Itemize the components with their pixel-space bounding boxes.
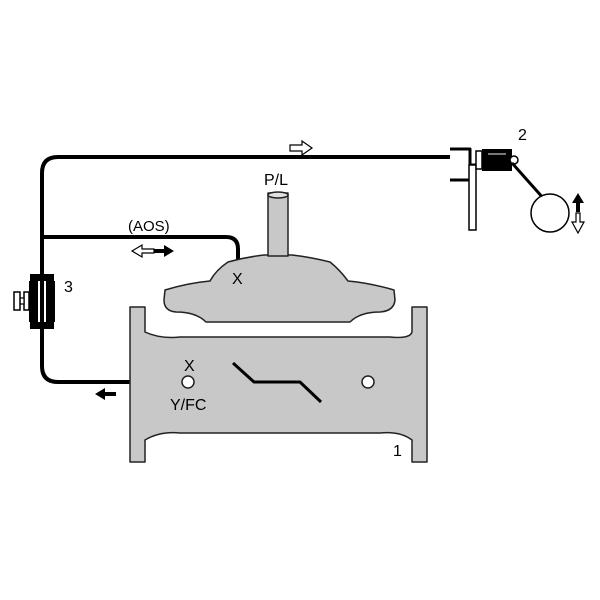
cock-bonnet-box	[23, 291, 30, 311]
arrow-up-solid	[572, 193, 584, 212]
aos-label: (AOS)	[128, 218, 170, 235]
tube-main-loop	[40, 155, 452, 384]
aos-bidirectional-arrow-icon	[130, 243, 174, 259]
float-arm	[510, 162, 546, 200]
x-top-label: X	[232, 271, 243, 288]
port-outlet	[361, 375, 375, 389]
isolation-cock-icon[interactable]	[13, 274, 55, 329]
cock-body-right	[46, 281, 55, 322]
pilot-stem	[468, 164, 477, 231]
pl-label: P/L	[264, 172, 288, 189]
arrow-down-hollow	[570, 212, 586, 235]
pilot-spring-housing	[482, 149, 512, 171]
float-pilot	[450, 147, 570, 233]
port-yfc	[181, 375, 195, 389]
cock-bottom-block	[30, 322, 54, 329]
float-ball-icon[interactable]	[530, 193, 570, 233]
pilot-spring-highlight	[488, 153, 506, 155]
pilot-cap	[475, 150, 483, 170]
cock-body-left	[29, 281, 38, 322]
main-valve	[129, 191, 428, 463]
yfc-label: Y/FC	[170, 397, 206, 414]
arrow-left-hollow	[130, 243, 155, 259]
cock-top-block	[30, 274, 54, 281]
x-body-label: X	[184, 358, 195, 375]
control-tubing	[40, 155, 452, 384]
valve-stem-top	[267, 191, 289, 199]
cock-handle	[13, 291, 21, 311]
pilot-number-label: 2	[518, 127, 527, 144]
arrow-right-solid	[154, 245, 174, 257]
valve-bonnet	[163, 254, 396, 323]
valve-stem	[267, 192, 289, 257]
valve-number-label: 1	[393, 443, 402, 460]
valve-seat-line	[231, 361, 323, 404]
pilot-pivot	[509, 155, 519, 165]
valve-body	[129, 306, 428, 463]
solid-arrow-icon	[95, 388, 116, 400]
hollow-arrow-icon	[289, 139, 314, 157]
float-motion-arrow-icon	[570, 193, 586, 235]
cock-number-label: 3	[64, 279, 73, 296]
tube-aos-branch	[40, 235, 240, 268]
